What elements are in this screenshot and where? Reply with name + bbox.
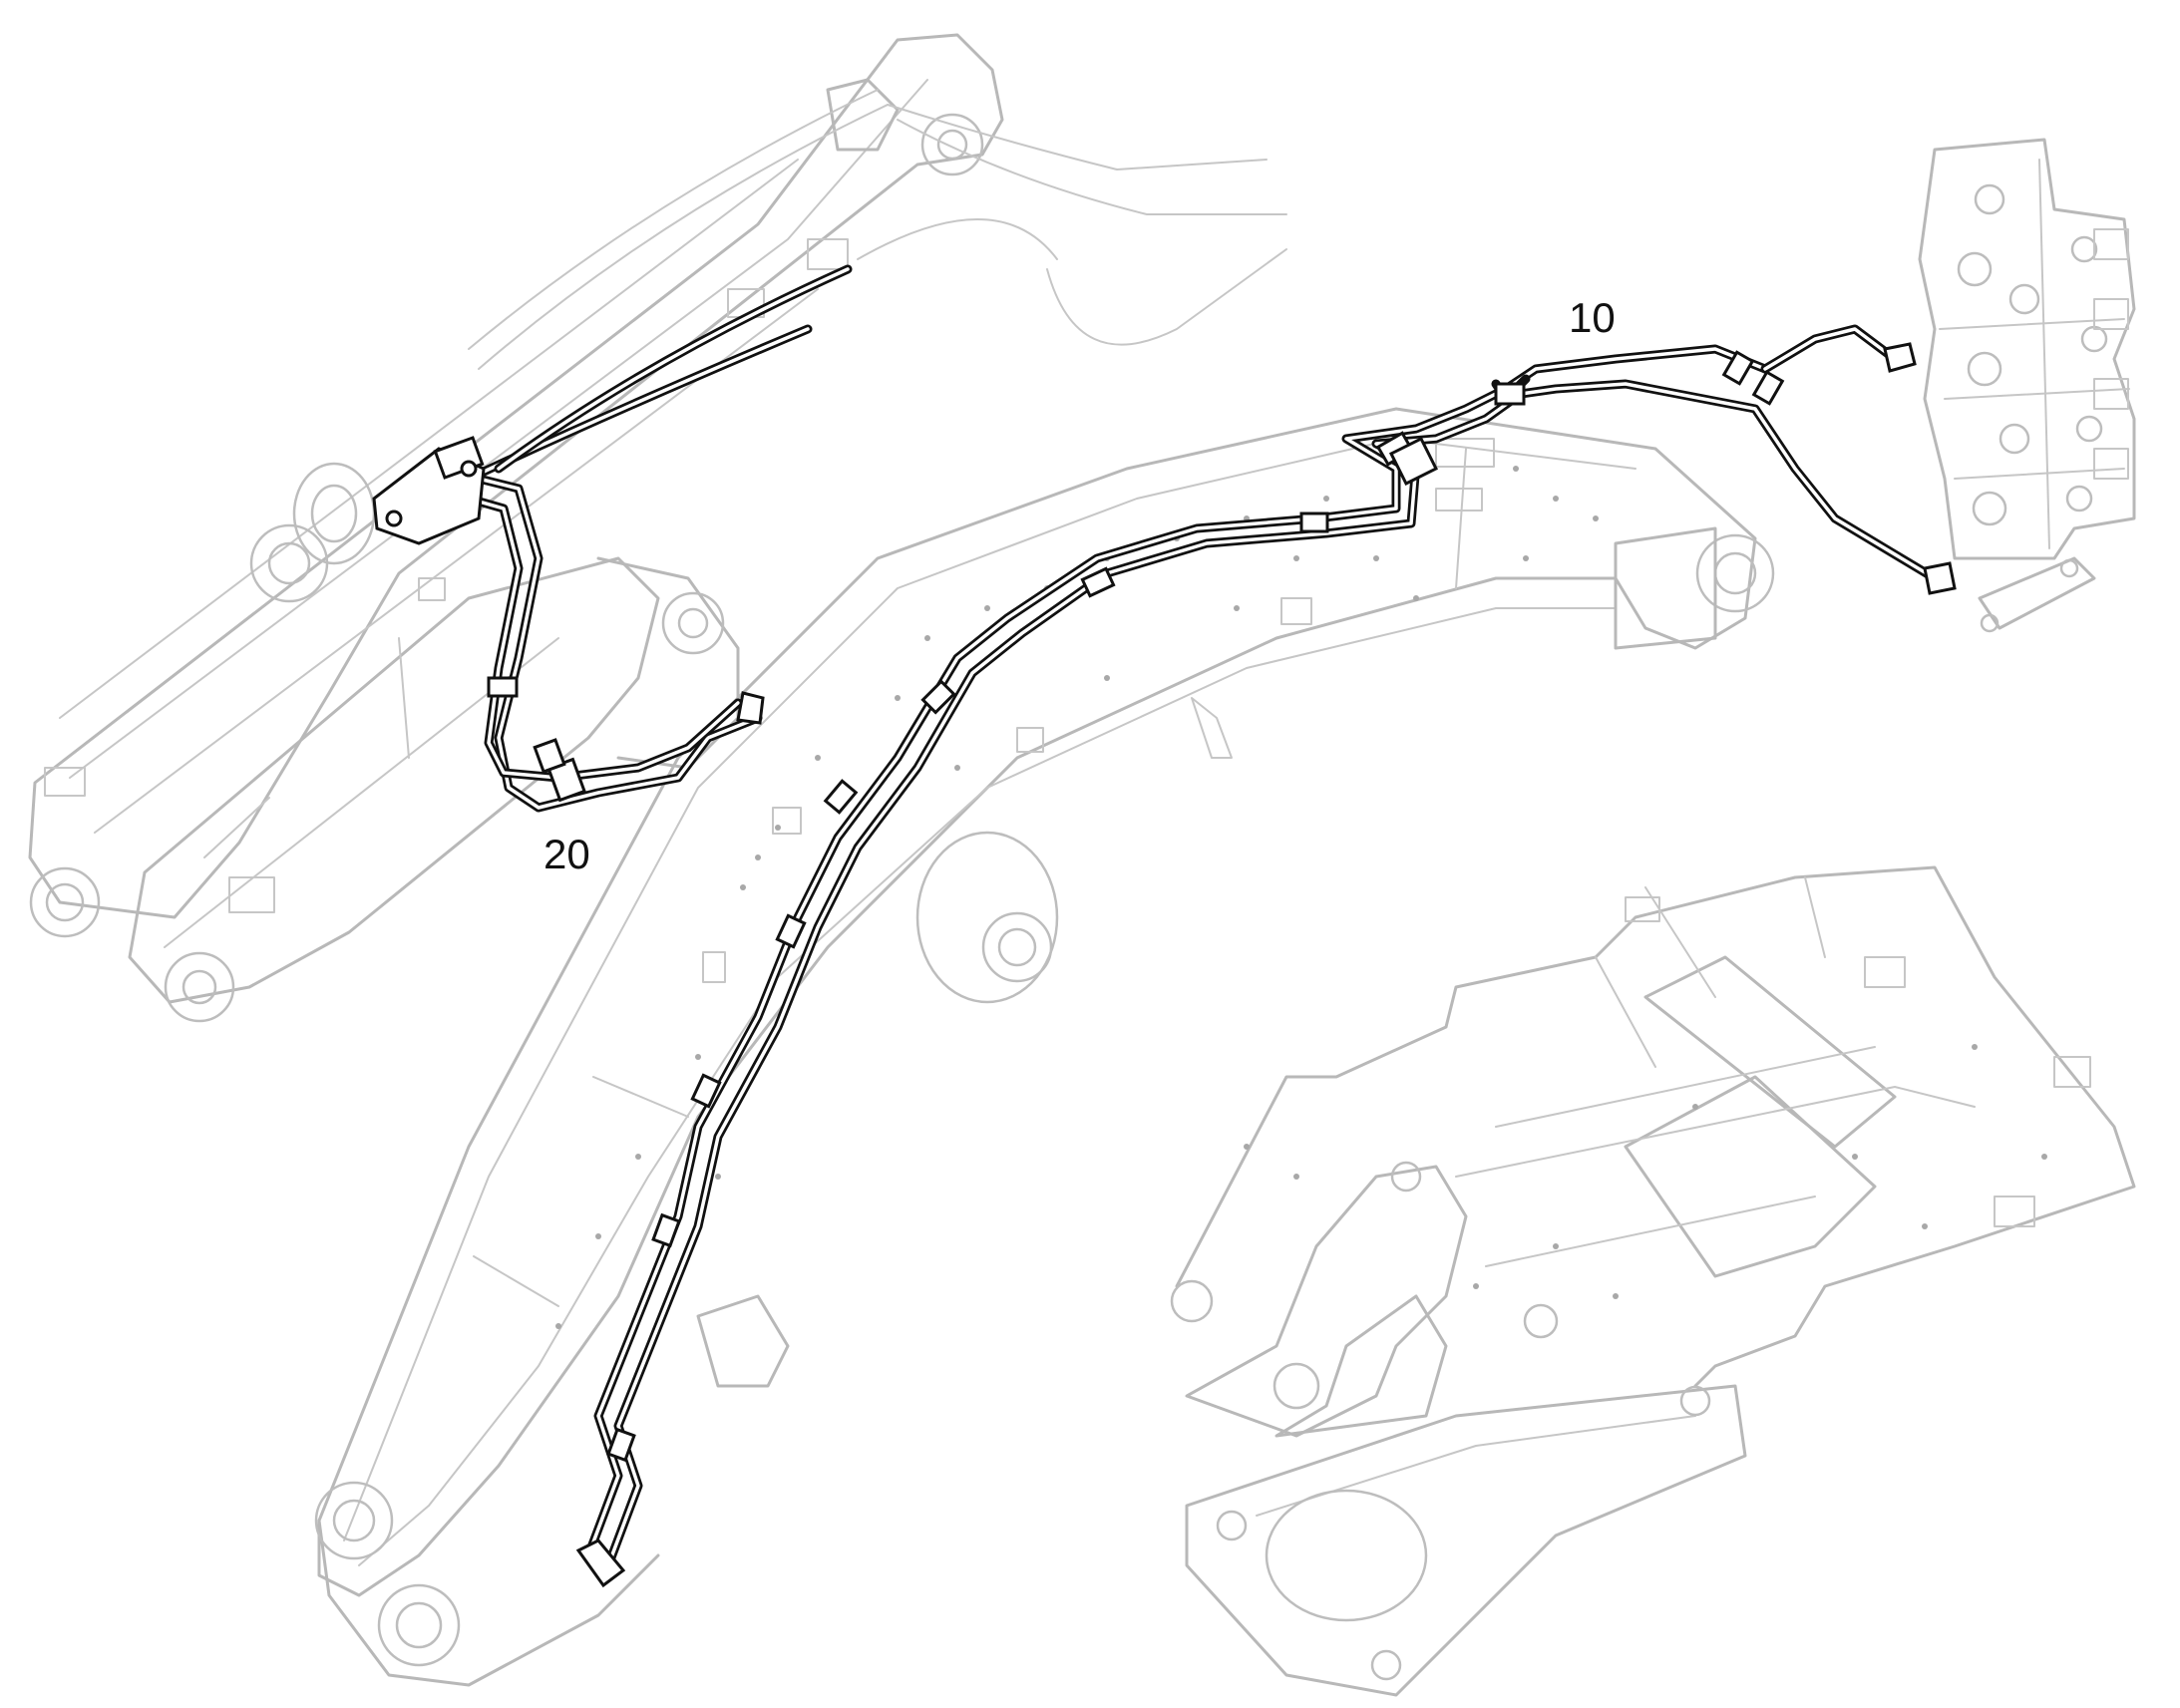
upperstructure-frame: [1170, 865, 2136, 1697]
callout-10-label: 10: [1569, 294, 1616, 341]
hose-route-20: [372, 264, 853, 813]
arm-assembly: [28, 33, 1287, 1023]
callout-20-label: 20: [544, 831, 590, 877]
hose-route-10: [575, 324, 1957, 1588]
control-valve: [1918, 138, 2136, 633]
